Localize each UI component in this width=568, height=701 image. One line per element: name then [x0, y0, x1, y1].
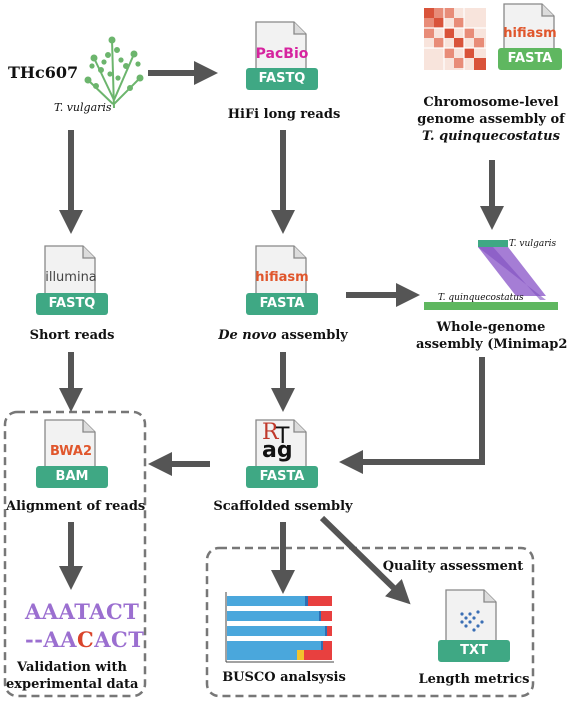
arrow-wg-to-scaffold: [339, 357, 485, 474]
reference-caption-1: Chromosome-level: [423, 95, 559, 110]
pacbio-logo: PacBio: [255, 46, 309, 62]
quality-title: Quality assessment: [382, 559, 524, 574]
arrow-scaffold-to-txt: [319, 515, 411, 605]
reference-format-label: FASTA: [507, 51, 553, 66]
fasta-tag-denovo: [246, 293, 318, 315]
validation-box: [3, 410, 147, 698]
busco-bar-chart-icon: [225, 592, 334, 663]
fasta-tag-scaffold: [246, 466, 318, 488]
genome-alignment-icon: [424, 240, 558, 310]
short-format-label: FASTQ: [48, 296, 96, 311]
fastq-tag-short: [36, 293, 108, 315]
hifi-format-label: FASTQ: [258, 71, 306, 86]
denovo-format-label: FASTA: [259, 296, 305, 311]
illumina-logo: illumina: [45, 270, 97, 285]
scaffold-logo-t: T: [276, 424, 290, 449]
sequence-mismatch: C: [77, 627, 95, 652]
denovo-caption-rest: assembly: [276, 328, 348, 343]
reference-tool-label: hifiasm: [503, 26, 557, 41]
reference-caption-2: genome assembly of: [417, 112, 565, 127]
scaffold-logo-r: R: [262, 420, 279, 445]
alignment-top-label: T. vulgaris: [509, 239, 557, 249]
txt-tag: [438, 640, 510, 662]
fasta-tag-reference: [498, 48, 562, 70]
hic-heatmap-icon: [424, 8, 486, 70]
sequence-variant-prefix: --AA: [25, 627, 78, 652]
thyme-plant-icon: [84, 36, 144, 109]
denovo-tool-label: hifiasm: [255, 270, 309, 285]
denovo-caption: De novo assembly: [200, 328, 366, 344]
hifi-caption: HiFi long reads: [227, 107, 341, 122]
fastq-tag-hifi: [246, 68, 318, 90]
bam-tool-label: BWA2: [49, 444, 93, 459]
busco-caption: BUSCO analsysis: [222, 670, 346, 685]
denovo-caption-italic: De novo: [218, 328, 277, 343]
quality-box: [205, 546, 535, 698]
scaffold-format-label: FASTA: [259, 469, 305, 484]
wg-caption-1: Whole-genome: [436, 320, 546, 335]
bam-tag: [36, 466, 108, 488]
sequence-variant-suffix: ACT: [94, 627, 145, 652]
validation-caption-2: experimental data: [6, 677, 139, 692]
scaffold-caption: Scaffolded ssembly: [213, 499, 353, 514]
length-dot-plot-icon: [460, 610, 484, 632]
short-caption: Short reads: [29, 328, 115, 343]
txt-format-label: TXT: [460, 643, 488, 658]
sequence-reference: AAATACT: [25, 599, 140, 624]
flow-arrows: [59, 61, 504, 605]
scaffold-logo-ag: ag: [262, 438, 293, 463]
reference-caption-species: T. quinquecostatus: [422, 129, 560, 144]
sequence-variant: --AACACT: [25, 627, 144, 652]
wg-caption-2: assembly (Minimap2): [416, 337, 568, 352]
bam-caption: Alignment of reads: [6, 499, 146, 514]
validation-caption-1: Validation with: [17, 660, 127, 675]
species-label: T. vulgaris: [54, 101, 112, 114]
bam-format-label: BAM: [55, 469, 89, 484]
alignment-bottom-label: T. quinquecostatus: [438, 293, 524, 303]
txt-caption: Length metrics: [418, 672, 530, 687]
sample-id: THc607: [8, 63, 79, 82]
